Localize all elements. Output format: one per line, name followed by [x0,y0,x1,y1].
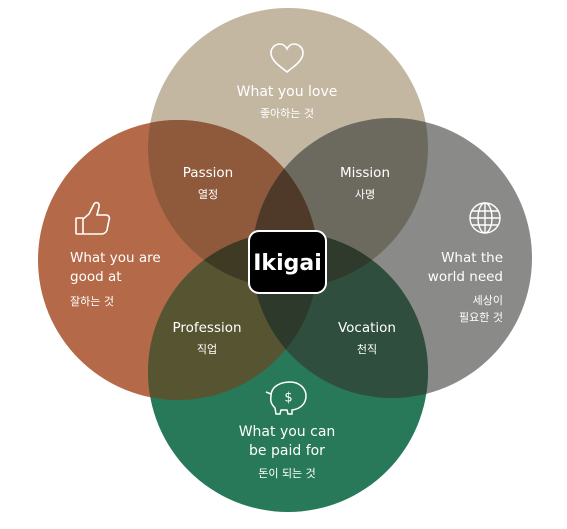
left-title-line2: good at [70,269,122,285]
profession-label: Profession [172,320,241,336]
right-title-line2: world need [428,269,503,285]
bottom-title-line2: be paid for [249,443,325,459]
passion-korean: 열정 [198,188,218,201]
piggy-bank-icon: $ [265,381,307,415]
globe-icon [469,202,501,234]
ikigai-label: Ikigai [253,251,322,276]
top-korean: 좋아하는 것 [260,106,314,120]
right-korean-line1: 세상이 [473,294,503,307]
passion-label: Passion [183,165,233,181]
vocation-korean: 천직 [357,342,377,356]
heart-icon [270,43,304,74]
bottom-title-line1: What you can [239,424,336,440]
right-korean-line2: 필요한 것 [459,311,503,324]
mission-label: Mission [340,165,390,181]
left-title-line1: What you are [70,250,161,266]
ikigai-center-box [248,230,327,294]
profession-korean: 직업 [197,343,217,356]
left-korean: 잘하는 것 [70,294,114,308]
bottom-korean: 돈이 되는 것 [258,467,316,480]
dollar-sign-glyph: $ [284,391,292,406]
mission-korean: 사명 [355,188,375,201]
right-title-line1: What the [441,250,503,266]
vocation-label: Vocation [338,320,396,336]
top-title: What you love [237,84,338,100]
thumbs-up-icon [75,201,111,235]
